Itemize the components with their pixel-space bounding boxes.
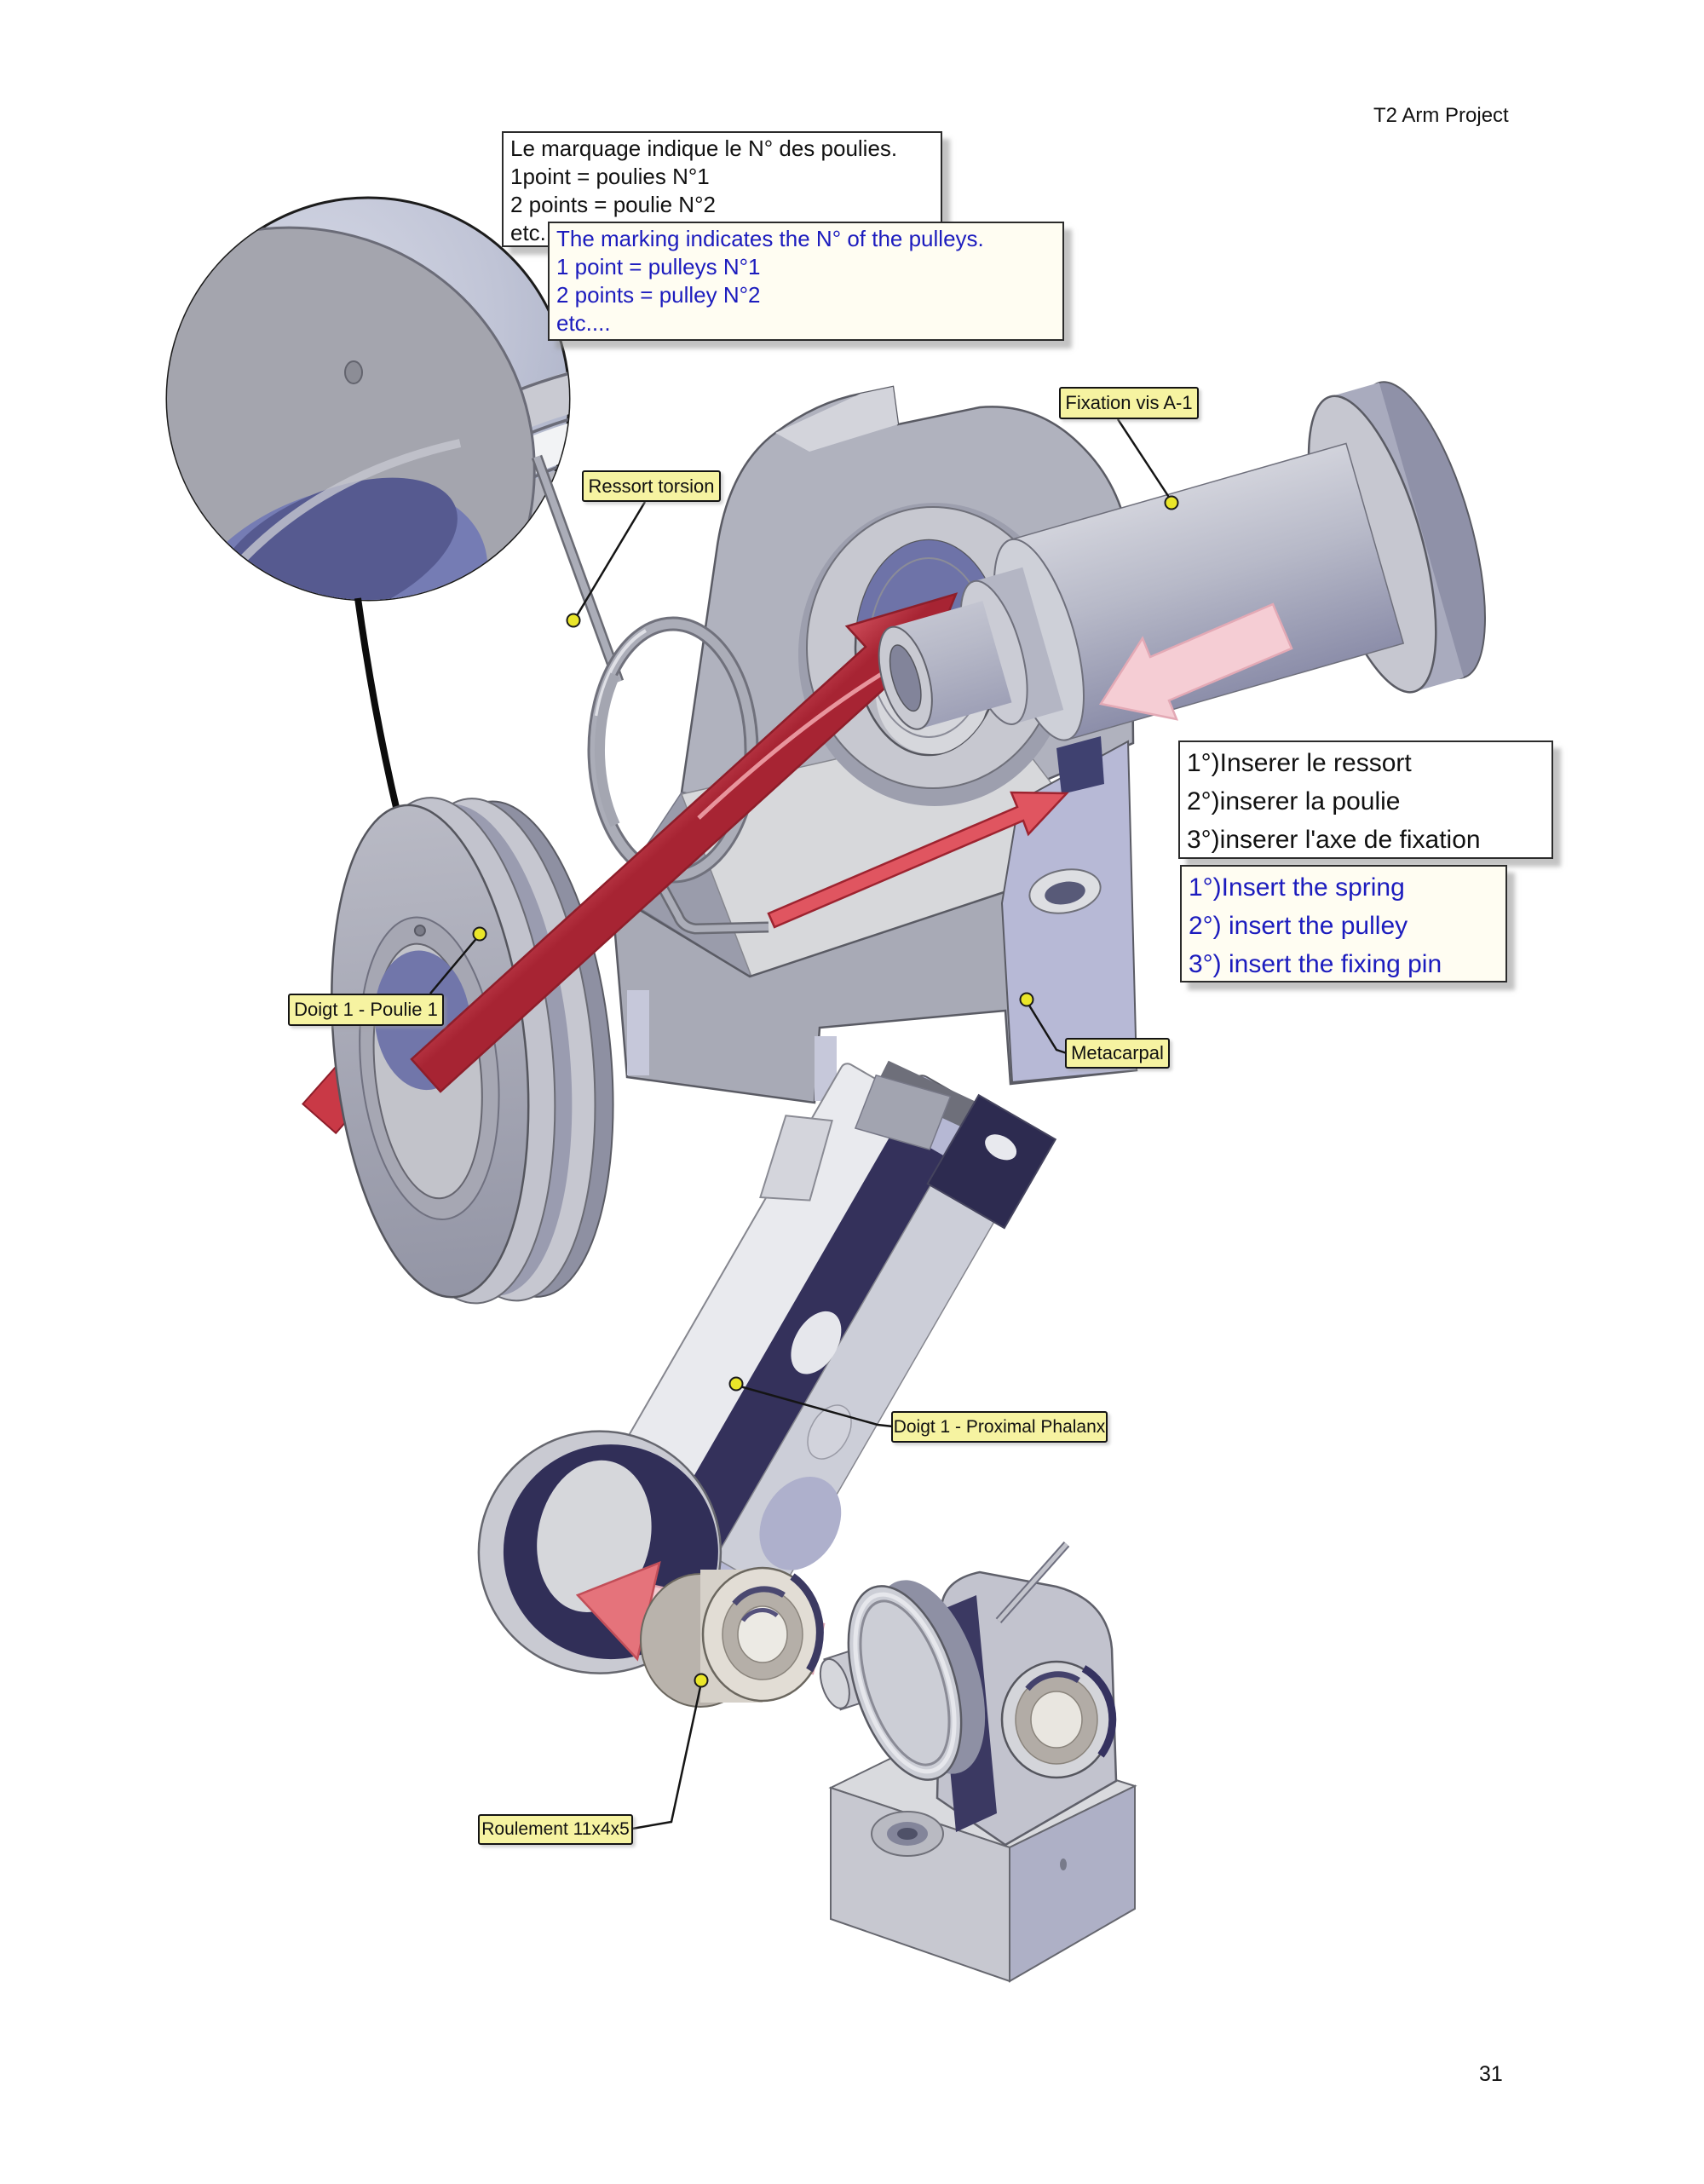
leader-doigt-poulie [429, 935, 480, 994]
callout-ressort-torsion: Ressort torsion [582, 470, 721, 502]
bearing-part [640, 1566, 824, 1708]
pulley-marking-dot [413, 925, 426, 937]
leader-dots [472, 495, 1179, 1688]
leader-roulement [631, 1682, 703, 1830]
leader-fixation [1116, 418, 1173, 502]
leader-metacarpal [1025, 1000, 1068, 1055]
pulley-detail-circle [165, 196, 571, 602]
insert-arrow-slot [767, 791, 1069, 929]
step-line: 1°)Inserer le ressort [1187, 749, 1412, 777]
note-line: The marking indicates the N° of the pull… [556, 226, 984, 251]
note-line: 2 points = pulley N°2 [556, 282, 761, 308]
note-line: 1point = poulies N°1 [510, 164, 710, 189]
steps-box-english: 1°)Insert the spring 2°) insert the pull… [1180, 865, 1507, 983]
leader-ressort [573, 501, 647, 619]
proximal-phalanx-part [477, 1060, 1057, 1699]
note-line: etc.... [556, 310, 611, 336]
page-number: 31 [1479, 2062, 1503, 2086]
dot-doigt-poulie [472, 926, 487, 942]
leader-lines [429, 418, 1173, 1830]
assembled-finger-joint [819, 1541, 1137, 1983]
fixing-pin-part [878, 381, 1486, 741]
step-line: 1°)Insert the spring [1189, 873, 1405, 902]
note-line: 1 point = pulleys N°1 [556, 254, 761, 279]
dot-ressort [566, 613, 581, 628]
note-line: Le marquage indique le N° des poulies. [510, 135, 898, 161]
callout-roulement: Roulement 11x4x5 [478, 1814, 633, 1845]
dot-roulement [694, 1673, 709, 1688]
callout-metacarpal: Metacarpal [1065, 1038, 1170, 1069]
dot-phalanx [728, 1376, 744, 1392]
callout-doigt1-poulie1: Doigt 1 - Poulie 1 [288, 994, 444, 1026]
dot-fixation [1164, 495, 1179, 510]
step-line: 3°) insert the fixing pin [1189, 950, 1442, 978]
note-line: 2 points = poulie N°2 [510, 192, 716, 217]
note-box-english: The marking indicates the N° of the pull… [548, 222, 1064, 341]
leader-phalanx [736, 1384, 894, 1428]
pulley-marking-dot-detail [344, 360, 363, 384]
step-line: 3°)inserer l'axe de fixation [1187, 826, 1481, 854]
spring-coil-front-arc [595, 672, 620, 827]
callout-doigt1-proximal-phalanx: Doigt 1 - Proximal Phalanx [891, 1411, 1108, 1443]
dot-metacarpal [1019, 992, 1034, 1007]
callout-fixation-vis: Fixation vis A-1 [1059, 387, 1199, 419]
page-header: T2 Arm Project [1373, 104, 1509, 127]
step-line: 2°) insert the pulley [1189, 912, 1408, 940]
step-line: 2°)inserer la poulie [1187, 787, 1401, 815]
steps-box-french: 1°)Inserer le ressort 2°)inserer la poul… [1178, 740, 1553, 859]
remove-arrow-pin [1098, 602, 1293, 721]
